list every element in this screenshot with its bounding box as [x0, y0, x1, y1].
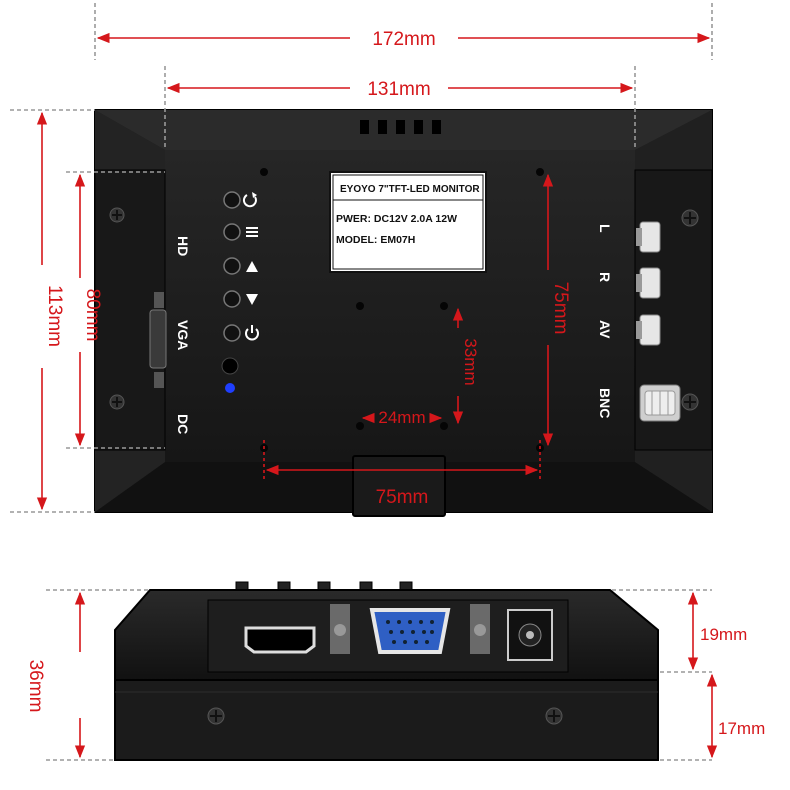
nameplate-title: EYOYO 7"TFT-LED MONITOR — [340, 184, 480, 195]
port-label-av: AV — [597, 320, 613, 339]
port-label-dc: DC — [175, 414, 191, 434]
monitor-back-view: HD VGA DC L R AV BNC — [94, 109, 713, 517]
nameplate-power: PWER: DC12V 2.0A 12W — [336, 213, 457, 225]
control-button[interactable] — [223, 223, 241, 241]
down-triangle-icon — [246, 294, 258, 305]
port-label-r: R — [597, 272, 613, 282]
dim-total-height: 113mm — [44, 285, 65, 347]
hdmi-port-icon — [244, 626, 316, 654]
control-button[interactable] — [223, 191, 241, 209]
dim-mount-width-inner: 24mm — [378, 408, 425, 427]
monitor-side-view — [114, 581, 659, 761]
menu-icon — [246, 227, 258, 237]
up-triangle-icon — [246, 261, 258, 272]
vga-port-icon — [330, 604, 490, 654]
dim-mount-height-outer: 75mm — [550, 282, 571, 335]
dim-mount-width-outer: 75mm — [376, 487, 429, 508]
button-column — [221, 191, 259, 393]
dim-lower-depth: 17mm — [718, 719, 765, 738]
power-cycle-icon — [242, 192, 257, 208]
port-label-bnc: BNC — [597, 388, 613, 418]
port-label-hd: HD — [175, 236, 191, 256]
dim-upper-depth: 19mm — [700, 625, 747, 644]
power-icon — [245, 325, 259, 341]
dimension-lines-side — [46, 589, 718, 761]
led-indicator — [225, 383, 235, 393]
dim-side-depth: 36mm — [25, 660, 46, 713]
control-button[interactable] — [223, 290, 241, 308]
screw-icon — [109, 207, 699, 411]
dim-side-height: 80mm — [82, 289, 103, 342]
dimension-lines-back — [10, 3, 713, 513]
dc-jack-icon — [507, 609, 553, 661]
dim-total-width: 172mm — [372, 29, 435, 50]
nameplate: EYOYO 7"TFT-LED MONITOR PWER: DC12V 2.0A… — [329, 171, 487, 273]
port-label-l: L — [597, 224, 613, 233]
vent-slots — [360, 120, 441, 134]
control-button[interactable] — [223, 257, 241, 275]
port-label-vga: VGA — [175, 320, 191, 350]
rca-jack-icon — [636, 221, 661, 346]
control-button[interactable] — [223, 324, 241, 342]
dim-mount-height-inner: 33mm — [461, 338, 480, 385]
nameplate-model: MODEL: EM07H — [336, 234, 415, 246]
dim-back-width: 131mm — [367, 79, 430, 100]
bnc-connector-icon — [639, 384, 681, 422]
screw-icon — [207, 707, 563, 725]
